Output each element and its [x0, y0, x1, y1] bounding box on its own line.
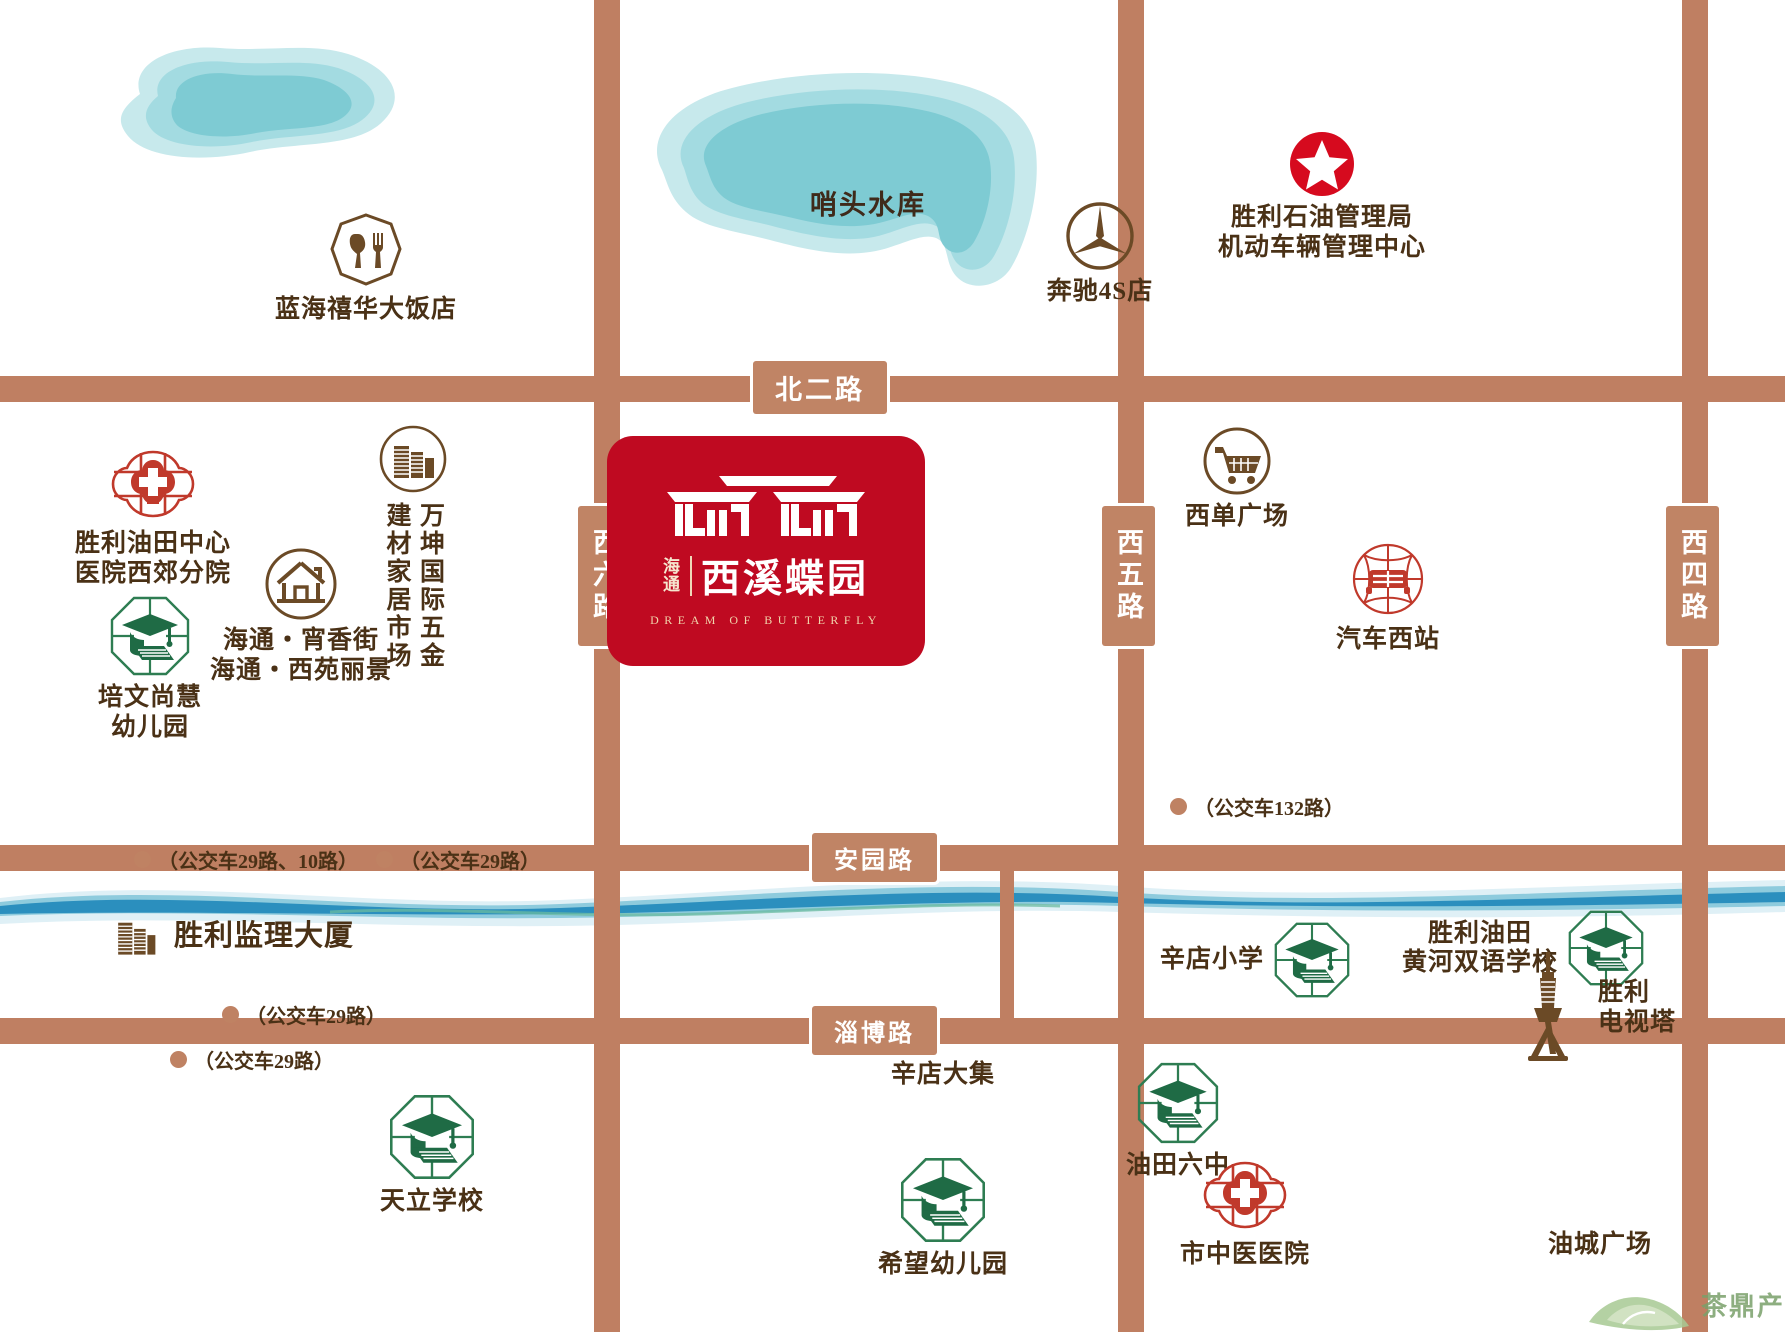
logo-divider [689, 556, 692, 596]
poi-shengli-hospital-label: 胜利油田中心 医院西郊分院 [74, 530, 231, 587]
bus-stop-dot-icon [1170, 798, 1187, 815]
school-icon [901, 1158, 985, 1242]
hospital-cross-icon [1203, 1161, 1287, 1229]
road-xisi-lu [1682, 0, 1708, 1332]
logo-main-cn: 西溪蝶园 [700, 558, 869, 601]
logo-wordmark: 海 通 西溪蝶园 [663, 548, 869, 604]
buildings-icon [118, 922, 156, 955]
logo-sub-cn-line2: 通 [662, 575, 681, 594]
road-label-bei-er-lu[interactable]: 北二路 [753, 361, 887, 414]
bus-stop-dot-icon [376, 851, 393, 868]
watermark: 茶鼎产 [1583, 1276, 1785, 1332]
restaurant-icon [330, 213, 402, 286]
hospital-cross-icon [111, 450, 195, 518]
buildings-icon [379, 425, 447, 493]
poi-wankun-market-label-line2: 建材家居市场 [383, 502, 410, 670]
bus-stop-29-b-label: （公交车29路） [246, 1006, 386, 1028]
road-label-xisi-lu[interactable]: 西四路 [1666, 506, 1719, 646]
poi-shengli-vehicle-center[interactable]: 胜利石油管理局 机动车辆管理中心 [1182, 130, 1462, 262]
project-logo-card[interactable]: 海 通 西溪蝶园 DREAM OF BUTTERFLY [607, 436, 925, 666]
road-bei-er-lu [0, 376, 1785, 402]
gate-archway-mark-icon [667, 476, 865, 536]
poi-xidan-plaza-label: 西单广场 [1184, 503, 1289, 530]
poi-youcheng-plaza[interactable]: 油城广场 [1510, 1225, 1690, 1260]
bus-stop-29-a[interactable]: （公交车29路） [376, 845, 540, 874]
poi-lanhai-hotel[interactable]: 蓝海禧华大饭店 [256, 212, 476, 325]
poi-shengli-supervision-label: 胜利监理大厦 [174, 919, 355, 952]
bus-stop-29-b[interactable]: （公交车29路） [222, 1000, 386, 1029]
school-icon [1137, 1062, 1219, 1144]
school-icon [110, 596, 190, 676]
bus-stop-132[interactable]: （公交车132路） [1170, 792, 1344, 821]
poi-lanhai-hotel-label: 蓝海禧华大饭店 [274, 296, 457, 323]
school-icon [390, 1095, 474, 1179]
poi-xidan-plaza[interactable]: 西单广场 [1152, 425, 1322, 532]
tv-tower-icon [1528, 952, 1568, 1061]
bus-stop-dot-icon [134, 851, 151, 868]
poi-shengli-tv-tower-label: 胜利 电视塔 [1598, 979, 1677, 1036]
poi-tcm-hospital-label: 市中医医院 [1179, 1241, 1310, 1268]
poi-huanghe-bilingual-label: 胜利油田 黄河双语学校 [1402, 919, 1559, 977]
poi-xindian-primary[interactable]: 辛店小学 [1160, 920, 1352, 1000]
poi-huanghe-bilingual[interactable]: 胜利油田 黄河双语学校 [1402, 908, 1646, 988]
poi-haitong-street-label: 海通・宵香街 海通・西苑丽景 [209, 627, 392, 684]
house-icon [265, 548, 337, 620]
poi-west-bus-station[interactable]: 汽车西站 [1298, 538, 1478, 655]
poi-xindian-primary-label: 辛店小学 [1160, 946, 1265, 974]
bus-stop-29-c-label: （公交车29路） [194, 1051, 334, 1073]
lake-northwest [120, 47, 395, 158]
bus-stop-29-10-label: （公交车29路、10路） [158, 851, 358, 873]
poi-peiwen-kindergarten[interactable]: 培文尚慧 幼儿园 [55, 594, 245, 742]
poi-shengli-supervision[interactable]: 胜利监理大厦 [104, 905, 354, 967]
watermark-text: 茶鼎产 [1700, 1291, 1785, 1321]
poi-west-bus-station-label: 汽车西站 [1335, 626, 1440, 653]
bus-stop-29-c[interactable]: （公交车29路） [170, 1045, 334, 1074]
bus-stop-dot-icon [222, 1006, 239, 1023]
poi-xindian-market[interactable]: 辛店大集 [868, 1055, 1018, 1090]
bus-stop-29-10[interactable]: （公交车29路、10路） [134, 845, 358, 874]
poi-shengli-hospital[interactable]: 胜利油田中心 医院西郊分院 [38, 444, 268, 588]
logo-sub-cn: 海 通 [663, 558, 681, 594]
poi-youtian-no6-label: 油田六中 [1125, 1152, 1230, 1179]
shopping-cart-icon [1203, 427, 1271, 495]
bus-stop-29-a-label: （公交车29路） [400, 851, 540, 873]
poi-haitong-street[interactable]: 海通・宵香街 海通・西苑丽景 [186, 547, 416, 685]
logo-english-tagline: DREAM OF BUTTERFLY [650, 613, 882, 627]
poi-shengli-tv-tower[interactable]: 胜利 电视塔 [1512, 950, 1676, 1065]
leaf-logo-icon [1588, 1297, 1689, 1331]
poi-benz-4s-label: 奔驰4S店 [1046, 278, 1154, 305]
road-vertical-west [594, 0, 620, 376]
poi-peiwen-kindergarten-label: 培文尚慧 幼儿园 [97, 684, 202, 741]
school-icon [1274, 922, 1350, 998]
road-label-zibo-lu[interactable]: 淄博路 [812, 1006, 937, 1055]
poi-xiwang-kindergarten-label: 希望幼儿园 [877, 1251, 1008, 1278]
poi-benz-4s[interactable]: 奔驰4S店 [1010, 200, 1190, 307]
poi-xindian-market-label: 辛店大集 [890, 1061, 995, 1088]
poi-tianli-school[interactable]: 天立学校 [352, 1092, 512, 1217]
bus-station-icon [1352, 543, 1424, 615]
road-label-xiwu-lu[interactable]: 西五路 [1102, 506, 1155, 646]
reservoir-shaotou [656, 73, 1037, 286]
mercedes-star-icon [1066, 202, 1134, 270]
road-link-anyuan-zibo [1000, 845, 1014, 1031]
bus-stop-132-label: （公交车132路） [1194, 798, 1344, 820]
poi-wankun-market[interactable]: 万坤国际五金 建材家居市场 [378, 424, 448, 670]
poi-youtian-no6[interactable]: 油田六中 [1098, 1060, 1258, 1181]
poi-youcheng-plaza-label: 油城广场 [1547, 1231, 1652, 1258]
red-star-icon [1290, 132, 1354, 196]
logo-sub-cn-line1: 海 [662, 557, 681, 577]
poi-tcm-hospital[interactable]: 市中医医院 [1150, 1155, 1340, 1270]
river [0, 880, 1785, 927]
poi-xiwang-kindergarten[interactable]: 希望幼儿园 [848, 1155, 1038, 1280]
poi-tianli-school-label: 天立学校 [379, 1188, 484, 1215]
poi-shengli-vehicle-center-label: 胜利石油管理局 机动车辆管理中心 [1217, 204, 1426, 261]
reservoir-label: 哨头水库 [810, 190, 926, 220]
poi-wankun-market-label-line1: 万坤国际五金 [416, 502, 444, 670]
bus-stop-dot-icon [170, 1051, 187, 1068]
road-label-anyuan-lu[interactable]: 安园路 [812, 833, 937, 882]
school-icon [1568, 910, 1644, 986]
